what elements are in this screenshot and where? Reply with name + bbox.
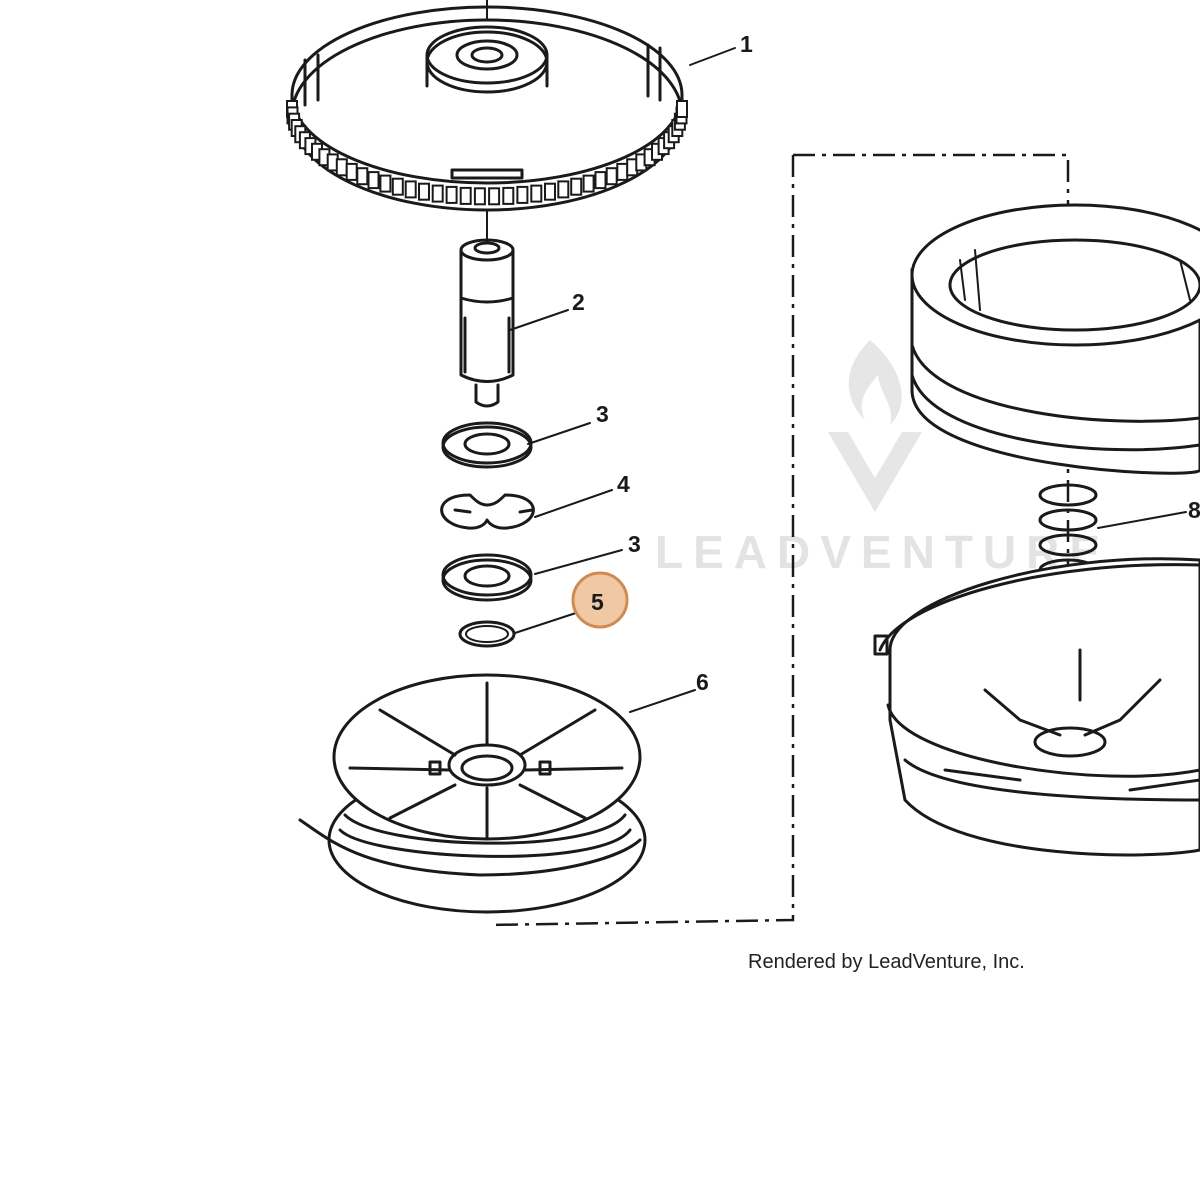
gear-tooth	[676, 100, 688, 118]
watermark-v-icon	[828, 432, 922, 512]
gear-tooth	[379, 174, 392, 193]
watermark-flame-icon	[848, 340, 902, 425]
gear-tooth	[367, 171, 380, 190]
part-2-shaft	[459, 238, 515, 408]
housing-cap	[910, 203, 1200, 475]
gear-tooth	[544, 182, 556, 201]
gear-tooth	[391, 177, 404, 196]
gear-tooth	[488, 187, 501, 206]
gear-tooth	[335, 158, 348, 177]
callout-5-highlight	[571, 571, 629, 629]
part-5-o-ring	[458, 620, 516, 648]
part-1-gear-cover	[286, 5, 688, 212]
gear-tooth	[356, 167, 369, 186]
watermark-text: LEADVENTURE	[655, 526, 1110, 578]
callout-2-label[interactable]: 2	[572, 289, 585, 315]
base-housing	[873, 557, 1200, 857]
gear-tooth	[445, 185, 458, 204]
callouts: 1 2 3 4 3 5 6 8	[572, 31, 1200, 695]
gear-tooth	[616, 162, 629, 181]
gear-tooth	[594, 171, 607, 190]
gear-tooth	[516, 185, 529, 204]
part-4-e-clip	[440, 493, 535, 530]
watermark: LEADVENTURE	[655, 340, 1110, 578]
gear-tooth	[530, 184, 543, 203]
gear-tooth	[345, 162, 358, 181]
callout-3-label-lower[interactable]: 3	[628, 531, 641, 557]
gear-tooth	[502, 186, 515, 205]
gear-tooth	[473, 187, 486, 206]
part-3-washer-lower	[441, 553, 533, 602]
callout-1-label[interactable]: 1	[740, 31, 753, 57]
gear-tooth	[431, 184, 444, 203]
gear-tooth	[404, 180, 417, 199]
callout-5-label[interactable]: 5	[591, 589, 604, 615]
gear-tooth	[557, 180, 570, 199]
gear-tooth	[570, 177, 583, 196]
leader-lines	[509, 47, 1187, 713]
part-3-washer-upper	[441, 421, 533, 469]
callout-8-label[interactable]: 8	[1188, 497, 1200, 523]
gear-tooth	[582, 174, 595, 193]
credit-text: Rendered by LeadVenture, Inc.	[748, 951, 1025, 973]
callout-4-label[interactable]: 4	[617, 471, 630, 497]
callout-3-label-upper[interactable]: 3	[596, 401, 609, 427]
gear-tooth	[605, 167, 618, 186]
gear-tooth	[418, 182, 430, 201]
part-6-spool	[298, 673, 647, 914]
gear-tooth	[459, 186, 472, 205]
callout-6-label[interactable]: 6	[696, 669, 709, 695]
